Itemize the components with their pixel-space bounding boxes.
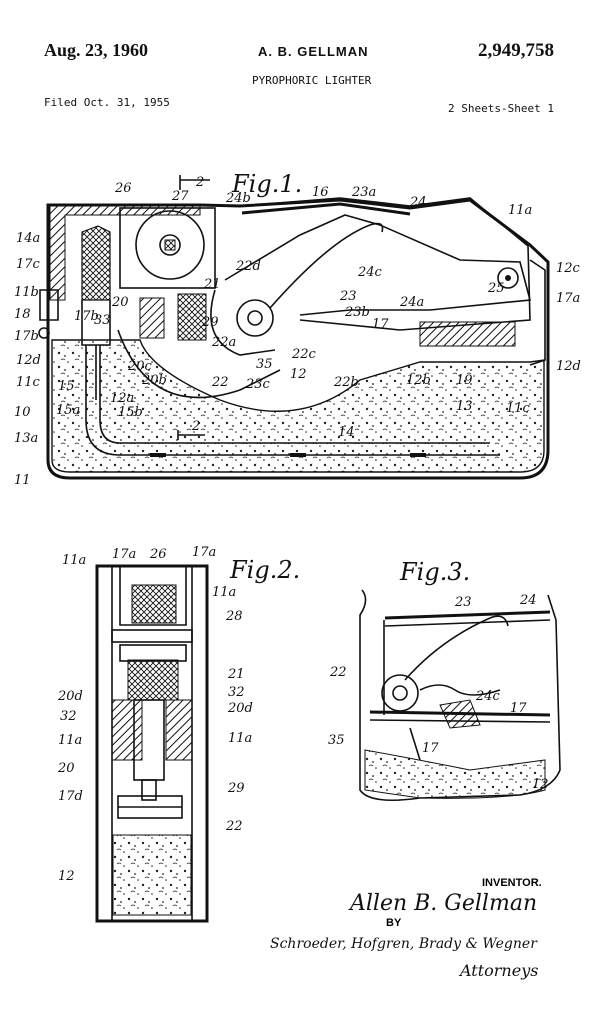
- signature-block: INVENTOR. Allen B. Gellman BY Schroeder,…: [270, 877, 542, 980]
- ref-17b: 17b: [14, 329, 39, 344]
- ref-11c-right: 11c: [506, 401, 531, 416]
- ref3-22: 22: [329, 665, 347, 680]
- ref-22c: 22c: [291, 347, 317, 362]
- ref2-11a-mid-right: 11a: [228, 731, 252, 746]
- ref-11c: 11c: [16, 375, 41, 390]
- patent-date: Aug. 23, 1960: [44, 40, 148, 61]
- ref2-17d: 17d: [58, 789, 83, 804]
- ref-22d: 22d: [235, 259, 261, 274]
- ref-25: 25: [487, 281, 505, 296]
- ref2-17a-left: 17a: [112, 547, 136, 562]
- attorneys-caption: Attorneys: [458, 961, 538, 980]
- ref-2: 2: [195, 175, 204, 190]
- ref-11b: 11b: [14, 285, 39, 300]
- ref-20: 20: [111, 295, 129, 310]
- ref-12: 12: [290, 367, 307, 382]
- ref3-17-right: 17: [510, 701, 527, 716]
- ref-17a: 17a: [556, 291, 580, 306]
- inventor-caption: INVENTOR.: [482, 877, 542, 889]
- ref2-22: 22: [225, 819, 243, 834]
- ref-12c: 12c: [556, 261, 581, 276]
- ref-35: 35: [256, 357, 273, 372]
- ref2-20: 20: [57, 761, 75, 776]
- ref3-23: 23: [454, 595, 472, 610]
- ref-12a: 12a: [110, 391, 134, 406]
- ref-23b: 23b: [344, 305, 370, 320]
- ref2-28: 28: [225, 609, 243, 624]
- ref2-17a-right: 17a: [192, 545, 216, 560]
- ref-27: 27: [171, 189, 189, 204]
- inventor-name: A. B. GELLMAN: [258, 44, 369, 59]
- inventor-signature: Allen B. Gellman: [348, 891, 537, 916]
- ref-29: 29: [201, 315, 219, 330]
- ref-10: 10: [14, 405, 31, 420]
- ref2-29: 29: [227, 781, 245, 796]
- ref-17b-inner: 17b: [74, 309, 99, 324]
- ref-22b: 22b: [333, 375, 359, 390]
- patent-number: 2,949,758: [478, 40, 554, 62]
- ref-17c: 17c: [16, 257, 41, 272]
- ref-12d-right: 12d: [556, 359, 581, 374]
- ref3-17-lower: 17: [422, 741, 439, 756]
- patent-title: PYROPHORIC LIGHTER: [252, 74, 371, 87]
- ref-2-lower: 2: [191, 419, 200, 434]
- ref-11: 11: [14, 473, 31, 488]
- ref2-32-right: 32: [228, 685, 245, 700]
- fig2-title: Fig.2.: [229, 556, 300, 584]
- ref-20b: 20b: [141, 373, 167, 388]
- ref2-21: 21: [227, 667, 245, 682]
- by-caption: BY: [386, 917, 402, 929]
- ref-14a: 14a: [16, 231, 40, 246]
- ref-21: 21: [203, 277, 221, 292]
- ref-24a: 24a: [399, 295, 424, 310]
- ref3-24c: 24c: [475, 689, 501, 704]
- ref-17: 17: [372, 317, 389, 332]
- ref-13: 13: [456, 399, 473, 414]
- ref-24c: 24c: [357, 265, 383, 280]
- ref-22a: 22a: [211, 335, 236, 350]
- ref-23: 23: [339, 289, 357, 304]
- figure-3: Fig.3. 23 24 22 24c 17 35 17 12: [328, 558, 560, 800]
- ref-26: 26: [114, 181, 132, 196]
- ref-13a: 13a: [14, 431, 38, 446]
- ref2-32-left: 32: [60, 709, 77, 724]
- figure-2: Fig.2. 11a 17a 26 17a 11a 28 21 20d 32 3…: [57, 545, 300, 921]
- ref3-35: 35: [328, 733, 345, 748]
- ref-12d: 12d: [16, 353, 41, 368]
- ref-16: 16: [312, 185, 329, 200]
- ref2-12: 12: [58, 869, 75, 884]
- ref2-11a-top-left: 11a: [62, 553, 86, 568]
- ref-12b: 12b: [406, 373, 431, 388]
- patent-drawing: Fig.1. 26 27 2 24b 16 23a 24 11a 14a 17c…: [0, 130, 600, 1011]
- ref2-11a-mid-left: 11a: [58, 733, 82, 748]
- ref2-11a-top-right: 11a: [212, 585, 236, 600]
- ref2-20d-right: 20d: [227, 701, 253, 716]
- attorney-signature: Schroeder, Hofgren, Brady & Wegner: [270, 936, 538, 952]
- fig3-title: Fig.3.: [399, 558, 470, 586]
- ref-19: 19: [456, 373, 473, 388]
- ref-15: 15: [58, 379, 75, 394]
- ref-15a: 15a: [56, 403, 80, 418]
- ref-24: 24: [409, 195, 427, 210]
- ref-22: 22: [211, 375, 229, 390]
- ref-24b: 24b: [225, 191, 251, 206]
- ref-11a: 11a: [508, 203, 532, 218]
- ref-14: 14: [338, 425, 355, 440]
- ref-15b: 15b: [118, 405, 143, 420]
- sheet-count: 2 Sheets-Sheet 1: [448, 102, 554, 115]
- ref3-12: 12: [532, 777, 549, 792]
- ref-18: 18: [14, 307, 31, 322]
- ref2-20d-left: 20d: [57, 689, 83, 704]
- ref3-24: 24: [519, 593, 537, 608]
- filed-date: Filed Oct. 31, 1955: [44, 96, 170, 109]
- ref2-26: 26: [149, 547, 167, 562]
- ref-20c: 20c: [127, 359, 153, 374]
- ref-23a: 23a: [351, 185, 376, 200]
- ref-23c: 23c: [245, 377, 271, 392]
- figure-1: Fig.1. 26 27 2 24b 16 23a 24 11a 14a 17c…: [14, 170, 581, 488]
